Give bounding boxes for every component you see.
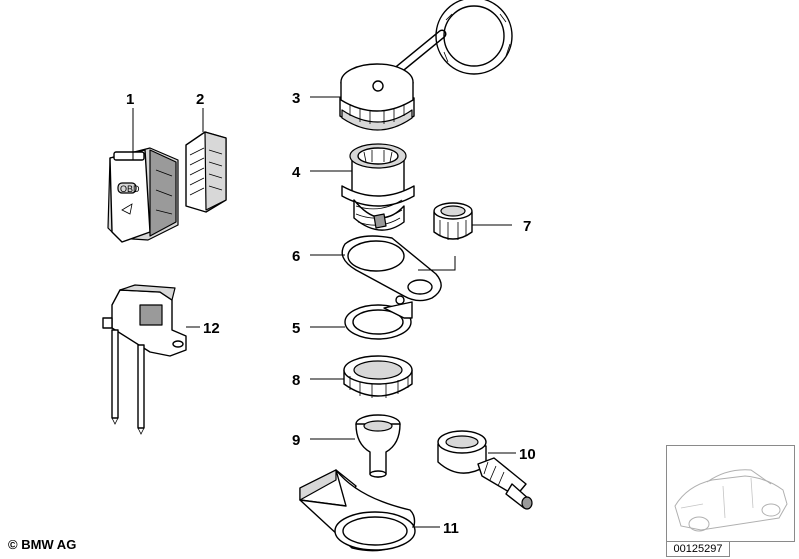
part-6-gasket-plate[interactable] xyxy=(341,235,456,302)
callout-2: 2 xyxy=(196,91,204,108)
callout-6: 6 xyxy=(292,248,300,265)
part-9-funnel[interactable] xyxy=(355,414,401,478)
callout-4: 4 xyxy=(292,164,301,181)
callout-9: 9 xyxy=(292,432,300,449)
car-outline-icon xyxy=(674,469,788,532)
part-10-drain-hose[interactable] xyxy=(437,430,533,510)
pointer-7-to-6 xyxy=(418,256,456,271)
callout-12: 12 xyxy=(203,320,220,337)
part-7-small-cap[interactable] xyxy=(433,202,473,240)
part-12-clip-bracket[interactable] xyxy=(102,284,187,435)
part-11-cover[interactable] xyxy=(299,469,416,552)
vehicle-thumbnail[interactable] xyxy=(666,445,795,542)
part-8-locking-ring[interactable] xyxy=(343,355,413,398)
part-2-connector[interactable] xyxy=(185,131,227,213)
part-1-obd-socket[interactable]: OBD xyxy=(107,147,179,243)
callout-3: 3 xyxy=(292,90,300,107)
callout-7: 7 xyxy=(523,218,531,235)
part-5-ring[interactable] xyxy=(344,295,413,340)
part-3-cap[interactable] xyxy=(339,0,513,131)
callout-11: 11 xyxy=(443,520,459,537)
callout-10: 10 xyxy=(519,446,536,463)
callout-5: 5 xyxy=(292,320,300,337)
callout-8: 8 xyxy=(292,372,300,389)
document-number: 00125297 xyxy=(666,541,730,557)
obd-text: OBD xyxy=(120,184,140,194)
callout-1: 1 xyxy=(126,91,134,108)
copyright-text: © BMW AG xyxy=(8,537,77,552)
part-4-filler-neck[interactable] xyxy=(341,143,415,231)
